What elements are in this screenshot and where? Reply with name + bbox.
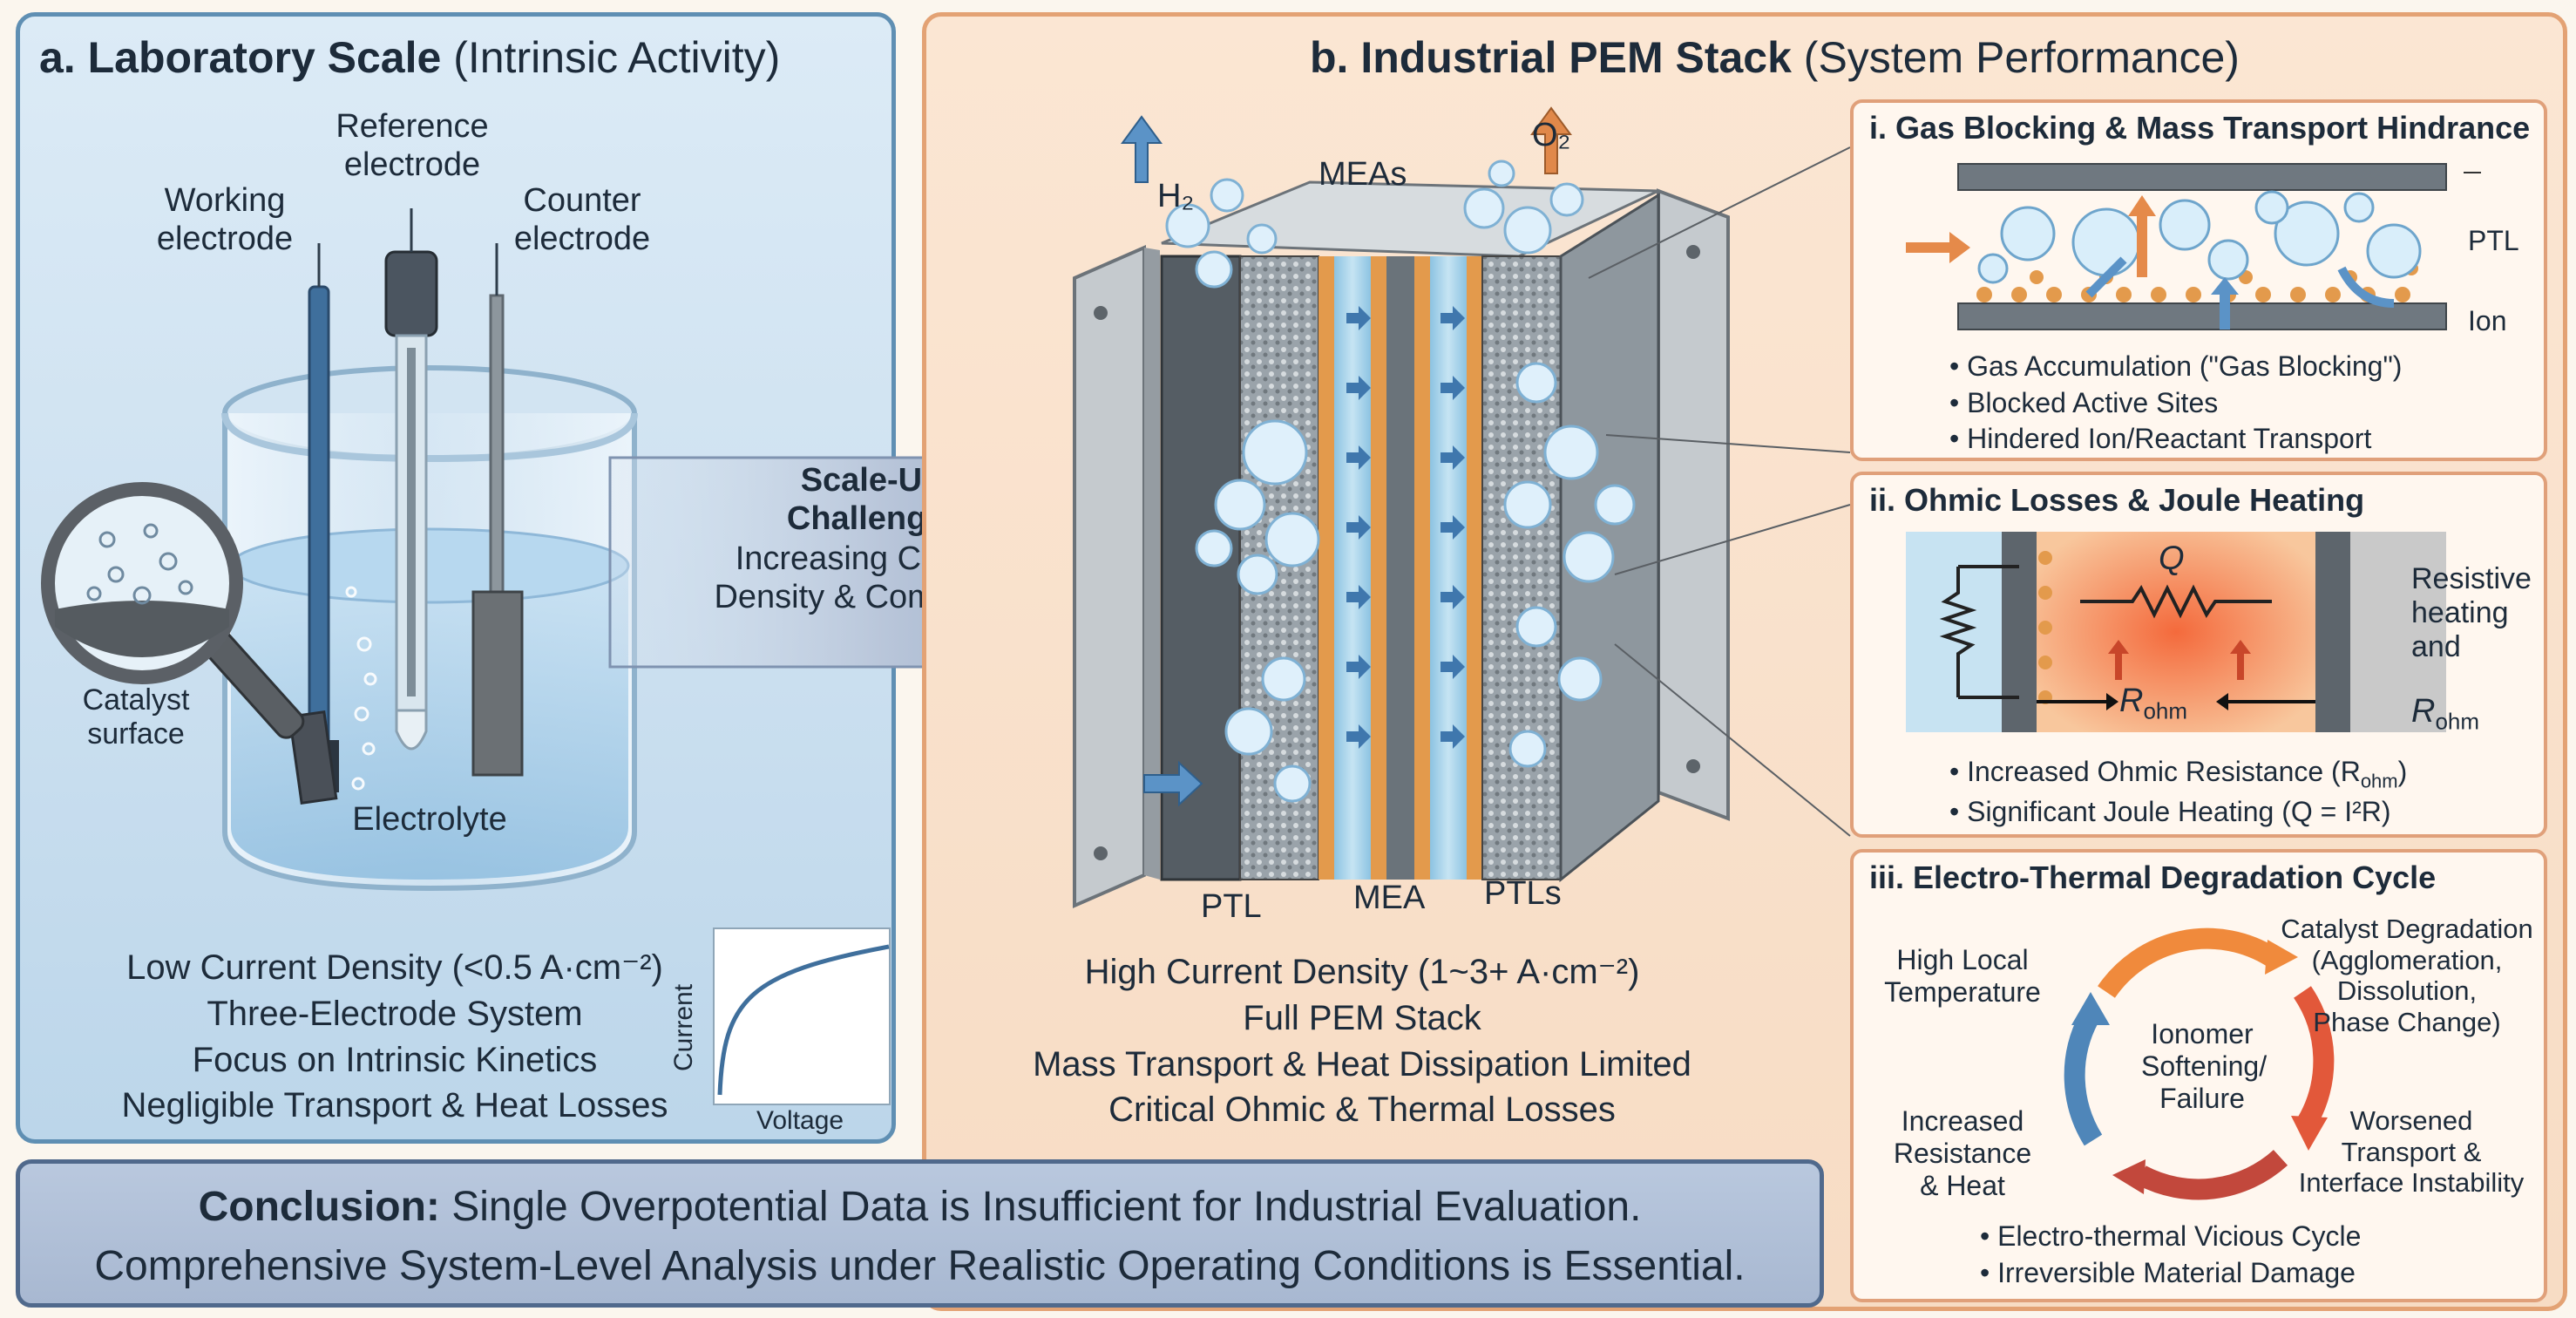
- summary-line: Low Current Density (<0.5 A·cm⁻²): [126, 948, 663, 987]
- polarization-plot: [713, 927, 891, 1105]
- panel-industrial-pem-stack: b. Industrial PEM Stack (System Performa…: [922, 12, 2567, 1311]
- bullet: • Significant Joule Heating (Q = I²R): [1949, 795, 2391, 827]
- ion-side-label: Ion: [2468, 305, 2507, 336]
- o2-label: O₂: [1532, 117, 1571, 153]
- conclusion-box: Conclusion: Single Overpotential Data is…: [16, 1159, 1824, 1308]
- panel-b-summary: High Current Density (1~3+ A·cm⁻²) Full …: [979, 949, 1746, 1133]
- electrochemical-cell: [41, 208, 638, 892]
- subpanel-ohmic-losses: ii. Ohmic Losses & Joule Heating Q Rohm …: [1850, 472, 2547, 838]
- electrolyte-label: Electrolyte: [352, 801, 507, 838]
- cycle-node-catalyst-degradation: Catalyst Degradation(Agglomeration,Disso…: [2281, 914, 2533, 1037]
- subpanel-i-bullets: • Gas Accumulation ("Gas Blocking") • Bl…: [1949, 349, 2402, 458]
- ohmic-heating-diagram: [1906, 532, 2446, 732]
- summary-line: Negligible Transport & Heat Losses: [121, 1086, 668, 1125]
- conclusion-line-1: Conclusion: Single Overpotential Data is…: [198, 1184, 1642, 1230]
- q-label: Q: [2159, 540, 2185, 577]
- bullet: • Electro-thermal Vicious Cycle: [1980, 1220, 2362, 1252]
- plot-x-label: Voltage: [756, 1106, 844, 1135]
- subpanel-iii-bullets: • Electro-thermal Vicious Cycle • Irreve…: [1980, 1219, 2361, 1291]
- panel-a-title: a. Laboratory Scale (Intrinsic Activity): [39, 33, 781, 82]
- ptls-label: PTLs: [1484, 875, 1562, 912]
- pem-stack-illustration: [1073, 106, 1851, 909]
- summary-line: High Current Density (1~3+ A·cm⁻²): [1084, 953, 1640, 991]
- subpanel-ii-bullets: • Increased Ohmic Resistance (Rohm) • Si…: [1949, 754, 2407, 831]
- subpanel-ii-title: ii. Ohmic Losses & Joule Heating: [1869, 482, 2365, 518]
- cycle-diagram: [2064, 927, 2335, 1200]
- panel-b-title: b. Industrial PEM Stack (System Performa…: [1310, 33, 2240, 82]
- gas-blocking-diagram: [1906, 163, 2481, 330]
- h2-label: H₂: [1157, 178, 1195, 214]
- magnifier-icon: [41, 482, 305, 739]
- summary-line: Full PEM Stack: [1243, 998, 1481, 1037]
- ptl-label: PTL: [1201, 888, 1262, 925]
- summary-line: Mass Transport & Heat Dissipation Limite…: [1033, 1044, 1691, 1084]
- mea-label: MEA: [1353, 880, 1426, 916]
- bullet: • Increased Ohmic Resistance (Rohm): [1949, 756, 2408, 792]
- conclusion-line-2: Comprehensive System-Level Analysis unde…: [94, 1243, 1746, 1289]
- subpanel-iii-title: iii. Electro-Thermal Degradation Cycle: [1869, 859, 2437, 895]
- subpanel-degradation-cycle: iii. Electro-Thermal Degradation Cycle I…: [1850, 849, 2547, 1302]
- ptl-side-label: PTL: [2468, 225, 2519, 256]
- bullet: • Irreversible Material Damage: [1980, 1256, 2356, 1288]
- meas-label: MEAs: [1319, 156, 1407, 193]
- summary-line: Three-Electrode System: [207, 994, 583, 1033]
- subpanel-i-title: i. Gas Blocking & Mass Transport Hindran…: [1869, 110, 2531, 146]
- r-ohm-label: Rohm: [2119, 683, 2188, 724]
- panel-a-summary: Low Current Density (<0.5 A·cm⁻²) Three-…: [55, 945, 735, 1129]
- bullet: • Hindered Ion/Reactant Transport: [1949, 423, 2372, 455]
- summary-line: Critical Ohmic & Thermal Losses: [1108, 1090, 1616, 1130]
- summary-line: Focus on Intrinsic Kinetics: [192, 1040, 598, 1079]
- reference-electrode: [384, 250, 438, 751]
- subpanel-gas-blocking: i. Gas Blocking & Mass Transport Hindran…: [1850, 99, 2547, 461]
- bullet: • Gas Accumulation ("Gas Blocking"): [1949, 350, 2403, 382]
- bullet: • Blocked Active Sites: [1949, 386, 2219, 418]
- plot-y-label: Current: [669, 983, 698, 1071]
- r-ohm-side-label: Rohm: [2411, 693, 2480, 735]
